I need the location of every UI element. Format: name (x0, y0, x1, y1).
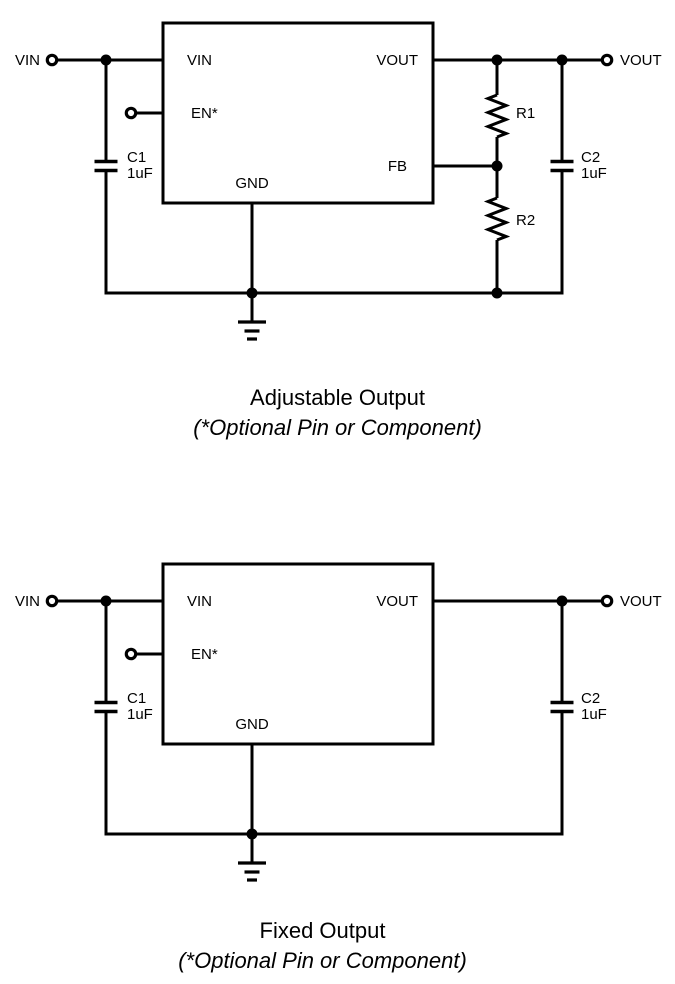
junction-dot-fb (491, 160, 503, 172)
r1-ref-label: R1 (516, 105, 535, 122)
vout-terminal-label: VOUT (620, 52, 662, 69)
ic-pin-en-label: EN* (191, 646, 218, 663)
r2-zigzag-icon (483, 196, 511, 242)
junction-dot-vin (100, 595, 112, 607)
junction-dot-r2-bottom (491, 287, 503, 299)
capacitor-c2: C2 1uF (550, 60, 607, 294)
c2-value-label: 1uF (581, 706, 607, 723)
vin-terminal-icon (45, 594, 59, 608)
vout-terminal-icon (600, 53, 614, 67)
ic-pin-gnd-label: GND (235, 175, 269, 192)
c2-ref-label: C2 (581, 149, 600, 166)
ic-pin-vout-label: VOUT (376, 52, 418, 69)
junction-dot-vin (100, 54, 112, 66)
vin-terminal-label: VIN (15, 52, 40, 69)
ic-box (161, 21, 435, 205)
ic-pin-gnd-label: GND (235, 716, 269, 733)
vout-terminal-icon (600, 594, 614, 608)
adjustable-output-circuit: VIN C1 1uF VIN EN* GND VOUT FB (0, 0, 675, 352)
junction-dot-c2-top (556, 595, 568, 607)
ic-pin-vin-label: VIN (187, 593, 212, 610)
en-terminal-icon (124, 647, 138, 661)
ic-pin-en-label: EN* (191, 105, 218, 122)
ic-box (161, 562, 435, 746)
fixed-caption-note: (*Optional Pin or Component) (178, 948, 467, 973)
resistor-r2: R2 (483, 166, 535, 294)
vin-terminal-icon (45, 53, 59, 67)
junction-dot-c2-top (556, 54, 568, 66)
adjustable-caption-title: Adjustable Output (250, 385, 425, 410)
fixed-output-circuit: VIN C1 1uF VIN EN* GND VOUT (0, 541, 675, 893)
r2-ref-label: R2 (516, 212, 535, 229)
capacitor-c1: C1 1uF (94, 60, 153, 294)
ic-pin-fb-label: FB (388, 158, 407, 175)
c1-ref-label: C1 (127, 149, 146, 166)
fixed-caption-title: Fixed Output (259, 918, 386, 943)
junction-dot-r1-top (491, 54, 503, 66)
vin-terminal-label: VIN (15, 593, 40, 610)
junction-dot-gnd (246, 828, 258, 840)
r1-zigzag-icon (483, 93, 511, 139)
fixed-circuit-svg: VIN C1 1uF VIN EN* GND VOUT (15, 562, 662, 882)
c2-ref-label: C2 (581, 690, 600, 707)
adjustable-caption-note: (*Optional Pin or Component) (193, 415, 482, 440)
c1-value-label: 1uF (127, 165, 153, 182)
ground-symbol-icon (238, 834, 266, 882)
en-terminal-icon (124, 106, 138, 120)
junction-dot-gnd (246, 287, 258, 299)
c1-value-label: 1uF (127, 706, 153, 723)
c2-value-label: 1uF (581, 165, 607, 182)
ic-pin-vin-label: VIN (187, 52, 212, 69)
capacitor-c2: C2 1uF (550, 601, 607, 835)
c1-ref-label: C1 (127, 690, 146, 707)
ic-pin-vout-label: VOUT (376, 593, 418, 610)
ground-symbol-icon (238, 293, 266, 341)
capacitor-c1: C1 1uF (94, 601, 153, 835)
adjustable-circuit-svg: VIN C1 1uF VIN EN* GND VOUT FB (15, 21, 662, 341)
vout-terminal-label: VOUT (620, 593, 662, 610)
resistor-r1: R1 (483, 60, 535, 166)
